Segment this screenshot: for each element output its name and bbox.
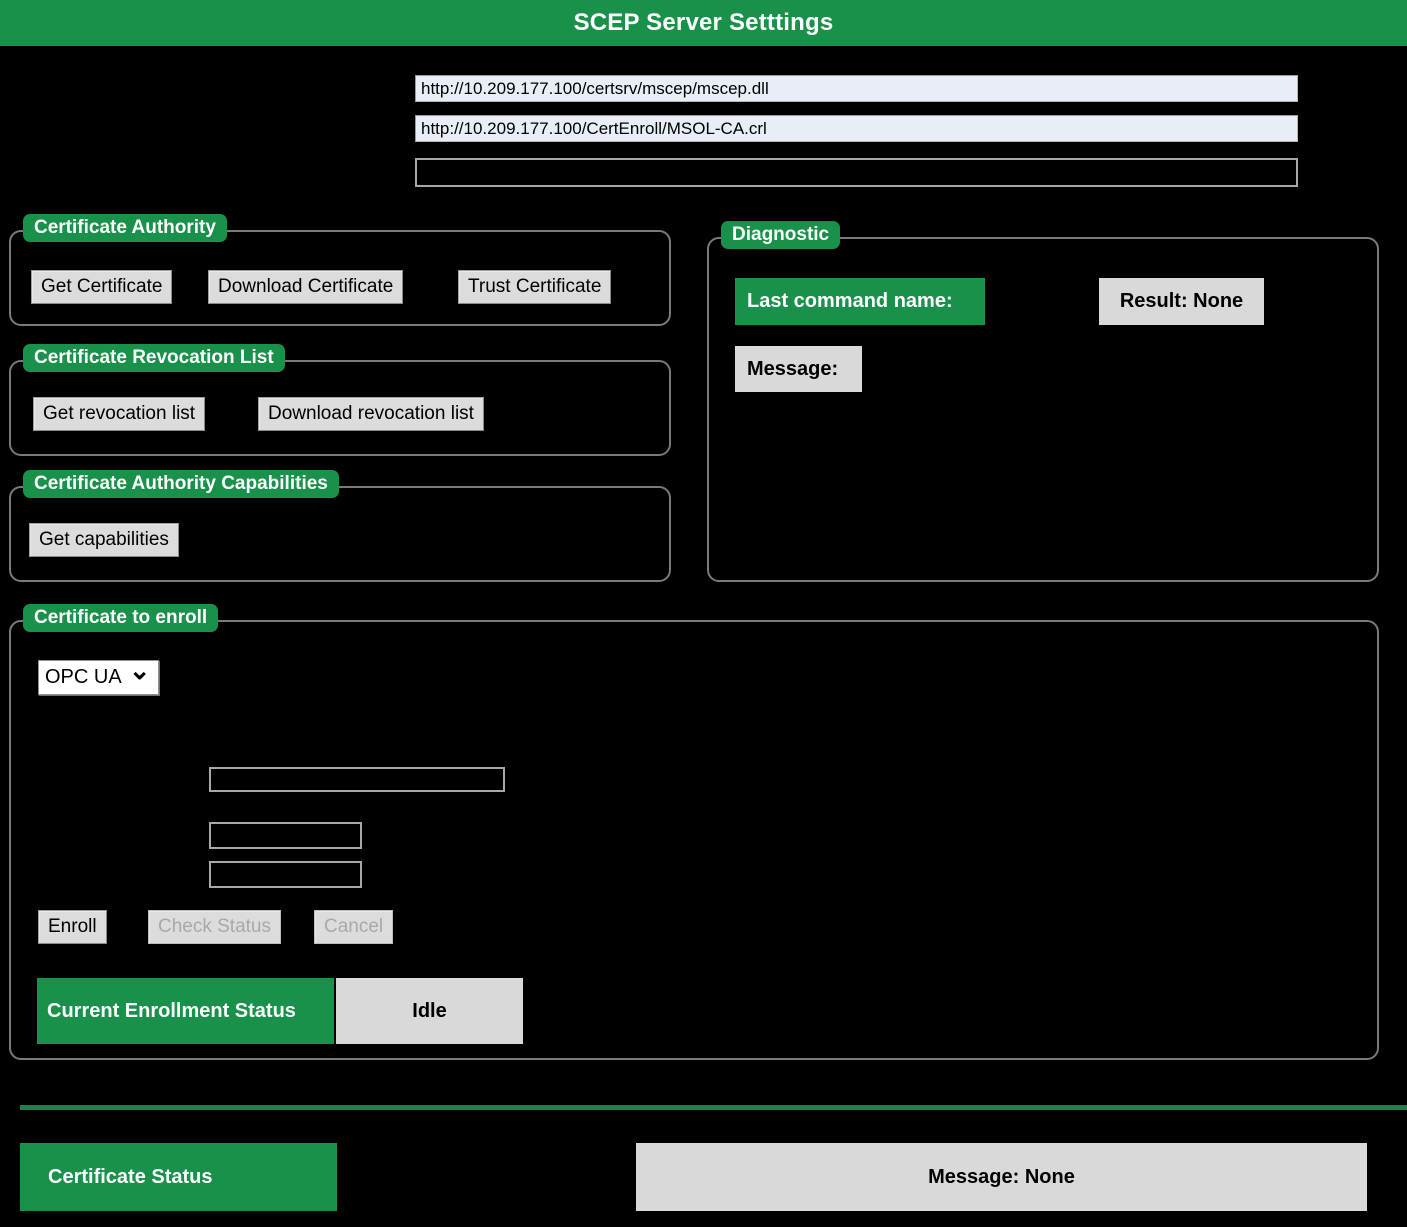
diagnostic-group: Diagnostic Last command name: Result: No… (707, 221, 1379, 582)
diagnostic-legend: Diagnostic (721, 221, 841, 249)
download-revocation-list-button[interactable]: Download revocation list (258, 397, 484, 431)
certificate-status-label: Certificate Status (20, 1143, 337, 1211)
page-title: SCEP Server Setttings (573, 9, 834, 36)
scep-url-input[interactable]: http://10.209.177.100/certsrv/mscep/msce… (415, 75, 1298, 102)
enroll-field-3[interactable] (209, 861, 362, 888)
diagnostic-message-label: Message: (735, 346, 862, 392)
crl-url-input[interactable]: http://10.209.177.100/CertEnroll/MSOL-CA… (415, 115, 1298, 142)
download-certificate-button[interactable]: Download Certificate (208, 270, 404, 304)
get-capabilities-button[interactable]: Get capabilities (29, 523, 179, 557)
enroll-field-2[interactable] (209, 822, 362, 849)
get-certificate-button[interactable]: Get Certificate (31, 270, 173, 304)
trust-certificate-button[interactable]: Trust Certificate (458, 270, 612, 304)
current-enrollment-status-label: Current Enrollment Status (37, 978, 334, 1044)
certificate-authority-capabilities-group: Certificate Authority Capabilities Get c… (9, 470, 671, 582)
third-url-input[interactable] (415, 158, 1298, 187)
last-command-name-label: Last command name: (735, 278, 985, 325)
check-status-button[interactable]: Check Status (148, 910, 281, 944)
current-enrollment-status-value: Idle (336, 978, 523, 1044)
certificate-authority-group: Certificate Authority Get Certificate Do… (9, 214, 671, 326)
certificate-type-value: OPC UA (45, 666, 122, 688)
diagnostic-result-label: Result: None (1099, 278, 1264, 325)
certificate-to-enroll-legend: Certificate to enroll (23, 604, 219, 632)
enroll-button[interactable]: Enroll (38, 910, 107, 944)
certificate-revocation-list-group: Certificate Revocation List Get revocati… (9, 344, 671, 456)
certificate-to-enroll-group: Certificate to enroll OPC UA ⌄ Enroll Ch… (9, 604, 1379, 1060)
chevron-down-icon: ⌄ (128, 655, 151, 685)
cancel-button[interactable]: Cancel (314, 910, 394, 944)
enroll-field-1[interactable] (209, 767, 505, 792)
certificate-authority-legend: Certificate Authority (23, 214, 227, 242)
certificate-type-select[interactable]: OPC UA ⌄ (38, 655, 160, 695)
certificate-revocation-list-legend: Certificate Revocation List (23, 344, 285, 372)
status-bar-message: Message: None (636, 1143, 1367, 1211)
window-titlebar: SCEP Server Setttings (0, 0, 1407, 46)
get-revocation-list-button[interactable]: Get revocation list (33, 397, 206, 431)
section-divider (20, 1105, 1407, 1110)
certificate-authority-capabilities-legend: Certificate Authority Capabilities (23, 470, 339, 498)
